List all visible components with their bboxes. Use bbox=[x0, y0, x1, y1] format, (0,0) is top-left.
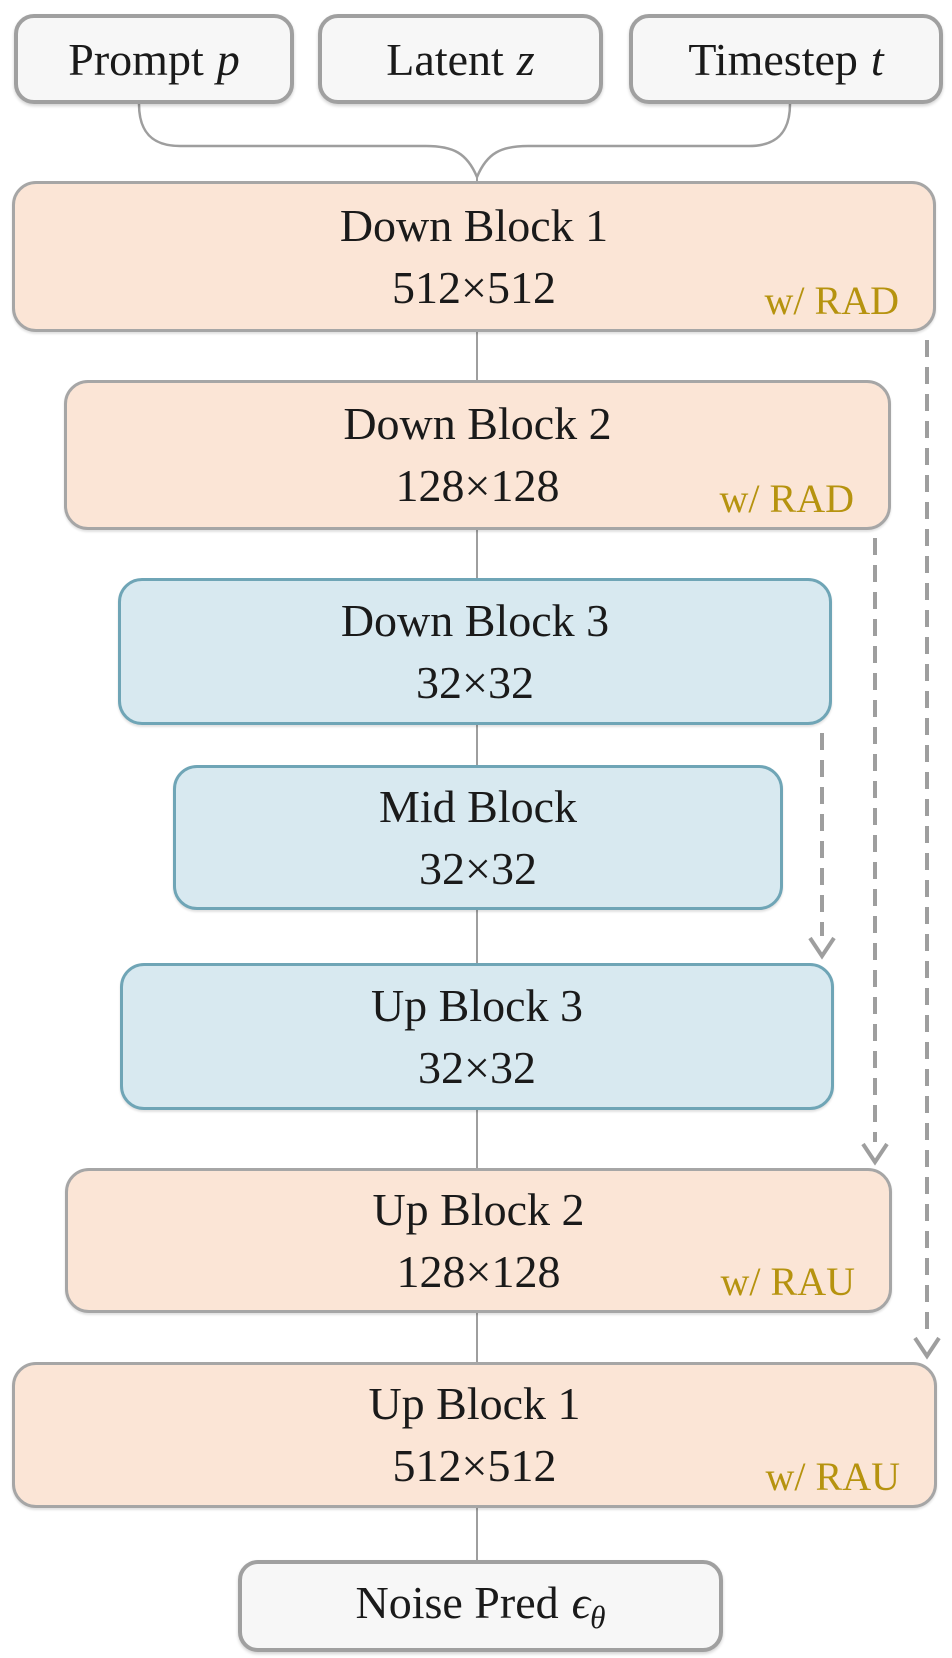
block-title: Up Block 3 bbox=[370, 979, 584, 1031]
input-merge-brace bbox=[137, 103, 792, 181]
math-var: p bbox=[216, 33, 240, 85]
block-up-3: Up Block 3 32×32 bbox=[120, 963, 834, 1110]
block-down-1: Down Block 1 512×512 w/ RAD bbox=[12, 181, 936, 332]
block-size: 128×128 bbox=[396, 1245, 561, 1297]
block-size: 32×32 bbox=[419, 842, 537, 894]
block-title: Mid Block bbox=[378, 780, 578, 832]
rau-tag: w/ RAU bbox=[765, 1454, 900, 1499]
rad-tag: w/ RAD bbox=[764, 278, 899, 323]
block-title: Down Block 3 bbox=[340, 594, 610, 646]
block-title: Up Block 2 bbox=[372, 1183, 585, 1235]
block-size: 32×32 bbox=[418, 1041, 536, 1093]
block-title: Up Block 1 bbox=[368, 1378, 581, 1429]
math-var-epsilon: ϵ bbox=[571, 1576, 591, 1628]
block-size: 512×512 bbox=[392, 261, 556, 313]
math-sub-theta: θ bbox=[590, 1600, 606, 1636]
block-mid: Mid Block 32×32 bbox=[173, 765, 783, 910]
block-down-3: Down Block 3 32×32 bbox=[118, 578, 832, 725]
arrow-down-icon bbox=[861, 1142, 889, 1166]
arrow-down-icon bbox=[808, 936, 836, 960]
math-var: z bbox=[516, 33, 535, 85]
math-var: t bbox=[870, 33, 884, 85]
block-size: 32×32 bbox=[416, 656, 534, 708]
rau-tag: w/ RAU bbox=[720, 1259, 855, 1304]
arrow-down-icon bbox=[913, 1336, 941, 1360]
block-size: 512×512 bbox=[392, 1440, 557, 1491]
block-down-2: Down Block 2 128×128 w/ RAD bbox=[64, 380, 891, 530]
block-title: Down Block 2 bbox=[343, 398, 612, 449]
block-up-1: Up Block 1 512×512 w/ RAU bbox=[12, 1362, 937, 1508]
block-size: 128×128 bbox=[395, 460, 560, 511]
rad-tag: w/ RAD bbox=[719, 476, 854, 521]
block-up-2: Up Block 2 128×128 w/ RAU bbox=[65, 1168, 892, 1313]
block-title: Down Block 1 bbox=[339, 199, 609, 251]
